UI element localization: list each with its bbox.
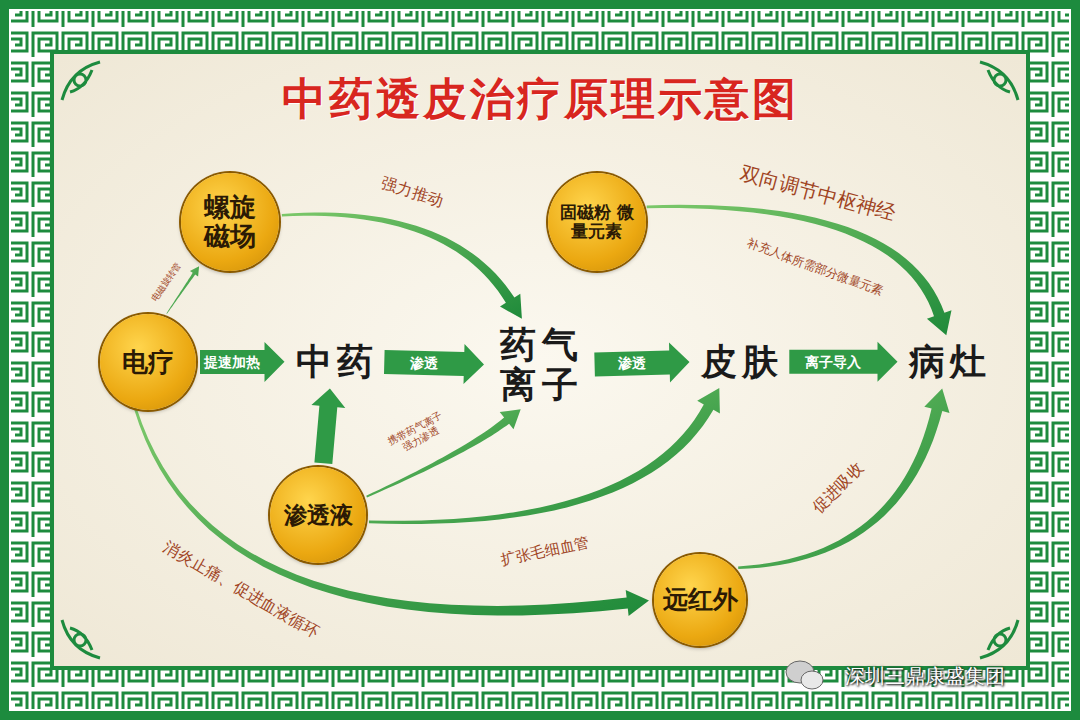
- arrow-shape: [369, 388, 720, 524]
- arrow-shape: [282, 213, 522, 319]
- curved-arrow: [282, 213, 522, 319]
- note-label: 补充人体所需部分微量元素: [745, 237, 885, 299]
- corner-ornament: [980, 620, 1018, 658]
- arrow-shape: [311, 389, 345, 465]
- curve-label: 双向调节中枢神经: [738, 161, 899, 225]
- arrow-shape: [200, 342, 285, 382]
- text-node: 病灶: [903, 340, 994, 384]
- arrow-label: 离子导入: [803, 354, 863, 370]
- curve-label: 扩张毛细血管: [499, 534, 591, 570]
- block-arrow: [789, 342, 897, 382]
- gold-circle: 电疗: [100, 314, 196, 410]
- arrow-shape: [384, 344, 484, 384]
- node-text: 药气 离子: [495, 325, 589, 404]
- diagram-title: 中药透皮治疗原理示意图: [0, 70, 1080, 129]
- gold-circle: 螺旋 磁场: [181, 173, 279, 271]
- inner-edge: [50, 50, 1030, 670]
- curve-label: 强力推动: [379, 173, 446, 210]
- block-arrow: [594, 343, 689, 383]
- node-text: 病灶: [909, 342, 992, 382]
- inner-panel: [54, 54, 1026, 666]
- node-text: 远红外: [663, 586, 738, 614]
- curve-label: 促进吸收: [809, 459, 867, 517]
- block-arrow: [200, 342, 285, 382]
- curve-label: 携带药气离子 强力渗透: [381, 406, 455, 460]
- block-arrow: [311, 389, 345, 465]
- text-node: 药气 离子: [489, 323, 591, 406]
- wechat-icon: [786, 661, 823, 689]
- text-node: 中药: [290, 340, 381, 384]
- gold-circle: 固磁粉 微量元素: [548, 173, 646, 271]
- arrow-shape: [647, 205, 952, 335]
- corner-ornament: [62, 62, 100, 100]
- curved-arrow: [647, 205, 952, 335]
- arrow-shape: [594, 343, 689, 383]
- block-arrow: [384, 344, 484, 384]
- node-text: 皮肤: [701, 342, 784, 382]
- node-text: 渗透液: [284, 502, 353, 527]
- corner-ornament: [980, 62, 1018, 100]
- curve-label: 电磁旋转管: [149, 260, 183, 303]
- corner-ornaments: [62, 62, 1018, 658]
- node-text: 电疗: [122, 348, 174, 377]
- arrow-label: 提速加热: [202, 354, 262, 370]
- node-text: 中药: [296, 342, 379, 382]
- curved-arrow: [738, 388, 949, 569]
- arrow-shape: [789, 342, 897, 382]
- curved-arrow: [369, 388, 720, 524]
- arrow-label: 渗透: [616, 355, 648, 371]
- watermark: 深圳三鼎康盛集团: [845, 665, 1005, 688]
- node-text: 螺旋 磁场: [200, 193, 260, 250]
- corner-ornament: [62, 620, 100, 658]
- arrow-shape: [738, 388, 949, 569]
- text-node: 皮肤: [695, 340, 786, 384]
- node-text: 固磁粉 微量元素: [560, 203, 635, 240]
- arrow-label: 渗透: [408, 355, 440, 371]
- gold-circle: 渗透液: [270, 467, 366, 563]
- gold-circle: 远红外: [654, 554, 746, 646]
